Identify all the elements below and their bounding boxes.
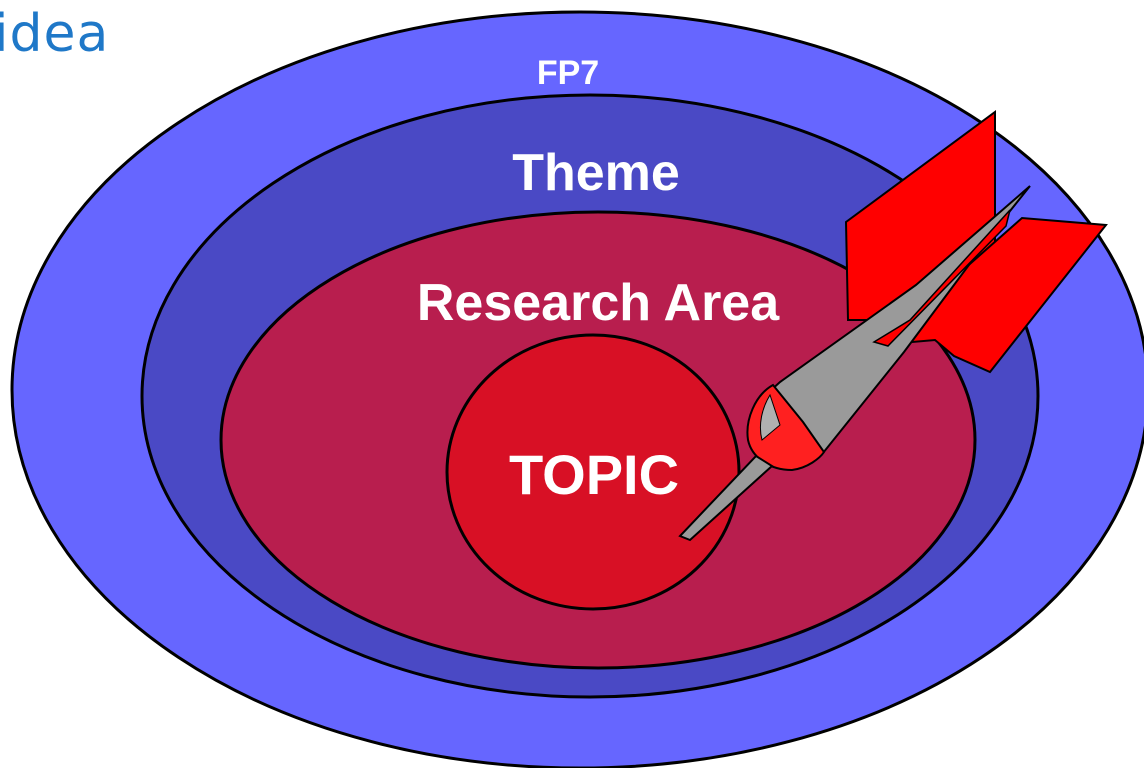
label-fp7: FP7 [537, 54, 599, 92]
label-theme: Theme [512, 144, 680, 202]
dart-tip [678, 454, 774, 542]
page-heading: idea [0, 4, 110, 64]
label-research-area: Research Area [417, 274, 780, 332]
dart-shaft-slot [872, 209, 1011, 347]
dart-icon [678, 110, 1108, 542]
label-topic: TOPIC [509, 443, 679, 506]
ring-topic [445, 333, 741, 611]
dart-nose-highlight [759, 393, 781, 441]
dart-flight-lower [875, 216, 1108, 374]
